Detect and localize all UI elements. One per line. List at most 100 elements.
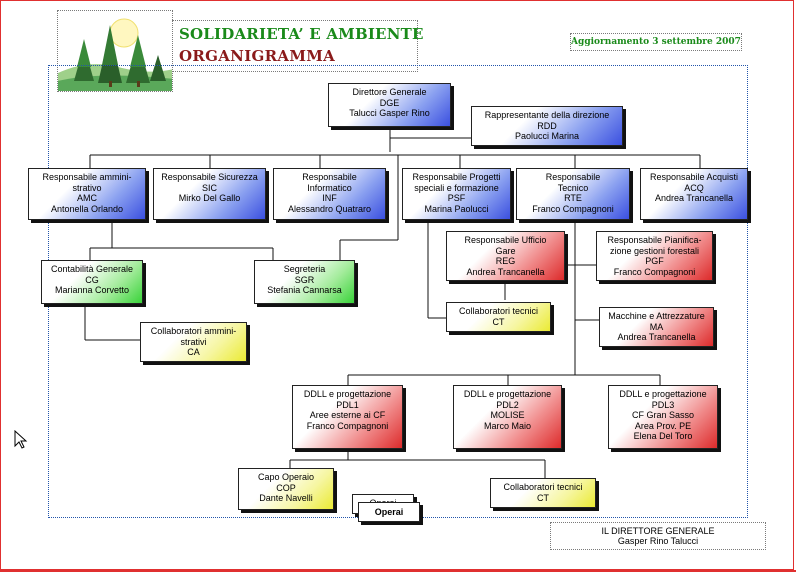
node-inf[interactable]: Responsabile Informatico INF Alessandro … [273,168,386,220]
node-sic-role: Responsabile Sicurezza [161,172,258,182]
node-pdl3-role: DDLL e progettazione [619,389,707,399]
node-rte-role-2: Tecnico [557,182,589,193]
node-pdl1[interactable]: DDLL e progettazione PDL1 Aree esterne a… [292,385,403,449]
node-acq-name: Andrea Trancanella [654,193,734,203]
node-ct-2-code: CT [537,492,549,503]
signature-title: IL DIRETTORE GENERALE [601,526,715,536]
mouse-pointer-icon [14,430,28,449]
node-dge-role: Direttore Generale [352,87,427,97]
update-date: Aggiornamento 3 settembre 2007 [570,33,742,51]
node-rdd-name: Paolucci Marina [514,131,580,141]
node-rte[interactable]: Responsabile Tecnico RTE Franco Compagno… [516,168,630,220]
node-rte-name: Franco Compagnoni [532,203,614,214]
node-sgr[interactable]: Segreteria SGR Stefania Cannarsa [254,260,355,304]
node-dge[interactable]: Direttore Generale DGE Talucci Gasper Ri… [328,83,451,127]
node-amc-code: AMC [77,193,97,203]
node-ma-role: Macchine e Attrezzature [608,311,705,321]
node-rte-code: RTE [564,193,582,203]
node-reg-name: Andrea Trancanella [466,266,545,277]
node-ca-code: CA [187,347,200,357]
node-reg[interactable]: Responsabile Ufficio Gare REG Andrea Tra… [446,231,565,281]
node-pdl1-line-2: Franco Compagnoni [306,420,389,431]
pine-trees-sun-logo [58,18,172,91]
node-amc[interactable]: Responsabile ammini- strativo AMC Antone… [28,168,146,220]
node-acq[interactable]: Responsabile Acquisti ACQ Andrea Trancan… [640,168,748,220]
node-rdd-code: RDD [537,120,557,131]
node-operai[interactable]: Operai [358,502,420,522]
node-cop-role: Capo Operaio [257,472,315,482]
node-pdl2-code: PDL2 [496,399,519,410]
title-box: SOLIDARIETA’ E AMBIENTE ORGANIGRAMMA [172,20,423,72]
node-reg-role-2: Gare [495,245,516,256]
node-psf-code: PSF [447,193,466,203]
node-sgr-code: SGR [294,274,315,285]
node-pdl1-code: PDL1 [336,399,359,410]
node-ca[interactable]: Collaboratori ammini- strativi CA [140,322,247,362]
node-rdd-role: Rappresentante della direzione [484,110,610,120]
node-rdd[interactable]: Rappresentante della direzione RDD Paolu… [471,106,623,146]
node-pdl2-line-1: MOLISE [490,410,525,420]
node-pgf-name: Franco Compagnoni [613,266,696,277]
signature-name: Gasper Rino Talucci [617,536,699,546]
node-pdl1-line-1: Aree esterne ai CF [309,410,386,420]
node-ct-2[interactable]: Collaboratori tecnici CT [490,478,596,508]
window-frame-bottom [0,570,796,572]
node-psf[interactable]: Responsabile Progetti speciali e formazi… [402,168,511,220]
node-acq-role: Responsabile Acquisti [649,172,739,182]
node-cg-role: Contabilità Generale [50,264,134,274]
title-line-1: SOLIDARIETA’ E AMBIENTE [179,25,424,43]
node-amc-name: Antonella Orlando [50,203,124,214]
node-reg-code: REG [495,256,516,266]
node-pgf-role-1: Responsabile Pianifica- [607,235,702,245]
node-cg[interactable]: Contabilità Generale CG Marianna Corvett… [41,260,143,304]
node-pdl3-line-3: Elena Del Toro [633,431,693,441]
node-sic-name: Mirko Del Gallo [178,193,241,203]
title-line-2: ORGANIGRAMMA [179,47,336,65]
node-pgf-code: PGF [645,256,664,266]
node-pdl3[interactable]: DDLL e progettazione PDL3 CF Gran Sasso … [608,385,718,449]
node-inf-role-2: Informatico [307,182,352,193]
node-sic-code: SIC [201,182,217,193]
node-pdl2-role: DDLL e progettazione [463,389,552,399]
node-ma-code: MA [649,321,664,332]
node-inf-role-1: Responsabile [302,172,357,182]
node-cop[interactable]: Capo Operaio COP Dante Navelli [238,468,334,510]
node-cg-code: CG [85,274,99,285]
node-ct-1-code: CT [492,316,505,327]
node-psf-role-2: speciali e formazione [414,182,499,193]
node-pdl2-line-2: Marco Maio [483,420,531,431]
node-ca-role-1: Collaboratori ammini- [150,326,237,336]
node-reg-role-1: Responsabile Ufficio [464,235,547,245]
node-pdl2[interactable]: DDLL e progettazione PDL2 MOLISE Marco M… [453,385,562,449]
node-ct-1[interactable]: Collaboratori tecnici CT [446,302,551,332]
node-ma-name: Andrea Trancanella [617,332,696,342]
node-pdl3-code: PDL3 [651,399,675,410]
node-rte-role-1: Responsabile [545,172,601,182]
node-inf-code: INF [322,193,337,203]
node-ct-1-role: Collaboratori tecnici [458,306,539,316]
node-amc-role-2: strativo [72,182,102,193]
node-psf-role-1: Responsabile Progetti [412,172,501,182]
node-pgf[interactable]: Responsabile Pianifica- zione gestioni f… [596,231,713,281]
node-pdl3-line-1: CF Gran Sasso [631,410,695,420]
node-amc-role-1: Responsabile ammini- [42,172,132,182]
node-ca-role-2: strativi [180,336,207,347]
node-cg-name: Marianna Corvetto [54,285,130,295]
node-cop-name: Dante Navelli [259,493,313,503]
node-pgf-role-2: zione gestioni forestali [609,245,700,256]
node-operai-label: Operai [374,507,404,517]
node-dge-name: Talucci Gasper Rino [349,108,430,118]
node-pdl3-line-2: Area Prov. PE [634,420,692,431]
signature-box: IL DIRETTORE GENERALE Gasper Rino Talucc… [550,522,766,550]
node-pdl1-role: DDLL e progettazione [303,389,392,399]
node-ma[interactable]: Macchine e Attrezzature MA Andrea Tranca… [599,307,714,347]
node-acq-code: ACQ [684,182,704,193]
node-sgr-name: Stefania Cannarsa [267,285,342,295]
node-psf-name: Marina Paolucci [424,203,489,214]
node-ct-2-role: Collaboratori tecnici [503,482,583,492]
node-cop-code: COP [276,482,296,493]
node-dge-code: DGE [379,97,400,108]
node-sic[interactable]: Responsabile Sicurezza SIC Mirko Del Gal… [153,168,266,220]
